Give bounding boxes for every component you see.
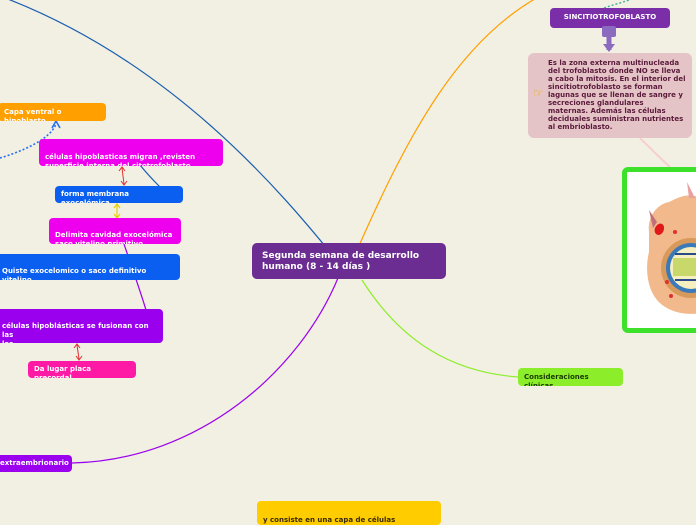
node-forma-membrana-label: forma membrana exocelómica	[61, 190, 129, 203]
node-extraembrionario-label: extraembrionario	[0, 459, 69, 467]
hand-pointer-icon: ☞	[533, 89, 544, 97]
node-consideraciones-clinicas[interactable]: Consideraciones clínicas	[518, 368, 623, 386]
node-quiste[interactable]: Quiste exocelomico o saco definitivo vit…	[0, 254, 180, 280]
node-delimita-label: Delimita cavidad exocelómica saco viteli…	[55, 231, 172, 244]
dotted-connector-sincitio	[604, 0, 634, 8]
node-celulas-migran[interactable]: células hipoblasticas migran ,revisten s…	[39, 139, 223, 166]
node-se-fusionan-label: células hipoblásticas se fusionan con la…	[2, 322, 149, 343]
connector-desc-image	[640, 138, 670, 167]
connector-handle	[602, 26, 616, 37]
double-arrow-fusionan-icon	[74, 344, 82, 360]
node-consideraciones-clinicas-label: Consideraciones clínicas	[524, 373, 589, 386]
node-laxamente-ordenadas[interactable]: y consiste en una capa de células laxame…	[257, 501, 441, 525]
node-delimita[interactable]: Delimita cavidad exocelómica saco viteli…	[49, 218, 181, 244]
node-celulas-migran-label: células hipoblasticas migran ,revisten s…	[45, 153, 195, 166]
node-placa-precordal[interactable]: Da lugar placa precordal.	[28, 361, 136, 378]
node-forma-membrana[interactable]: forma membrana exocelómica	[55, 186, 183, 203]
node-se-fusionan[interactable]: células hipoblásticas se fusionan con la…	[0, 309, 163, 343]
double-arrow-migran-icon	[119, 167, 127, 185]
node-extraembrionario[interactable]: extraembrionario	[0, 455, 72, 472]
node-placa-precordal-label: Da lugar placa precordal.	[34, 365, 91, 378]
double-arrow-membrana-icon	[114, 204, 120, 218]
node-laxamente-ordenadas-label: y consiste en una capa de células laxame…	[263, 516, 410, 525]
central-topic-label: Segunda semana de desarrollo humano (8 -…	[262, 251, 419, 272]
node-quiste-label: Quiste exocelomico o saco definitivo vit…	[2, 267, 146, 280]
connector-migran-blue	[140, 165, 160, 187]
node-descripcion[interactable]: ☞ Es la zona externa multinucleada del t…	[528, 53, 692, 138]
arrow-down-sincitio-icon	[603, 44, 615, 52]
connector-consideraciones	[362, 280, 518, 377]
connector-top-right	[358, 0, 540, 248]
central-topic[interactable]: Segunda semana de desarrollo humano (8 -…	[252, 243, 446, 279]
node-capa-ventral[interactable]: Capa ventral o hipoblasto	[0, 103, 106, 121]
embryo-image-frame[interactable]	[622, 167, 696, 333]
arrow-up-capa-icon	[52, 121, 60, 128]
embryo-illustration	[627, 172, 696, 328]
node-sincitiotrofoblasto-label: SINCITIOTROFOBLASTO	[564, 13, 656, 21]
node-sincitiotrofoblasto[interactable]: SINCITIOTROFOBLASTO	[550, 8, 670, 28]
node-capa-ventral-label: Capa ventral o hipoblasto	[4, 108, 62, 121]
node-descripcion-label: Es la zona externa multinucleada del tro…	[548, 59, 686, 131]
